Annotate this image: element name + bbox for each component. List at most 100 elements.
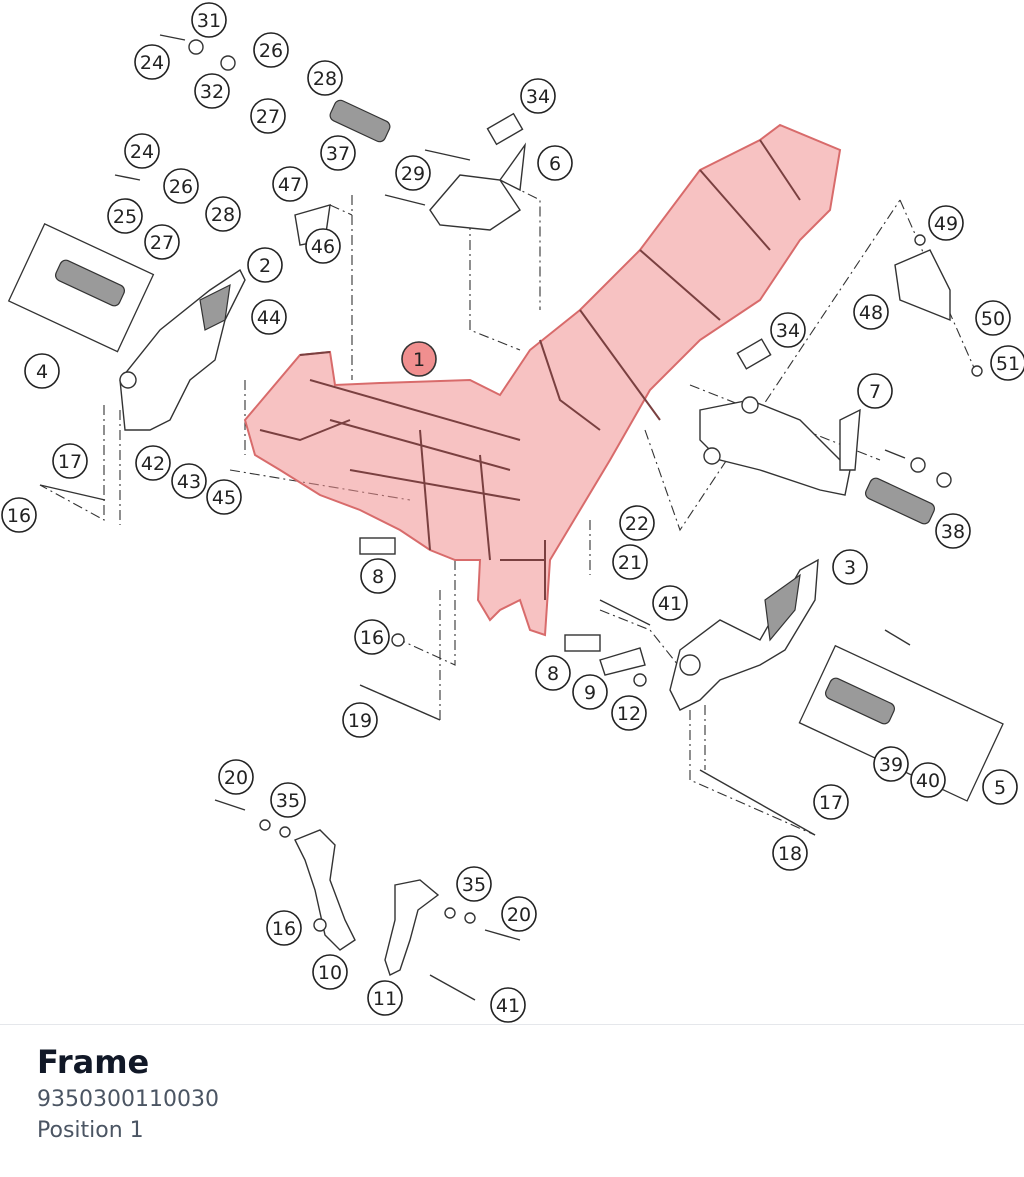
- callout-label: 28: [211, 204, 235, 226]
- callout-6[interactable]: 6: [537, 145, 573, 181]
- callout-26[interactable]: 26: [253, 32, 289, 68]
- callout-1[interactable]: 1: [401, 341, 437, 377]
- callout-10[interactable]: 10: [312, 954, 348, 990]
- callout-circle: [770, 312, 806, 348]
- callout-24[interactable]: 24: [134, 44, 170, 80]
- callout-label: 5: [994, 777, 1006, 799]
- callout-18[interactable]: 18: [772, 835, 808, 871]
- callout-29[interactable]: 29: [395, 155, 431, 191]
- callout-label: 12: [617, 703, 641, 725]
- left-rear-bracket[interactable]: [119, 268, 246, 431]
- footpeg-parts[interactable]: [54, 98, 937, 725]
- callout-label: 7: [869, 381, 881, 403]
- callout-label: 17: [58, 451, 82, 473]
- callout-31[interactable]: 31: [191, 2, 227, 38]
- callout-8[interactable]: 8: [360, 558, 396, 594]
- callout-3[interactable]: 3: [832, 549, 868, 585]
- callout-17[interactable]: 17: [813, 784, 849, 820]
- callout-label: 26: [169, 176, 193, 198]
- callout-24[interactable]: 24: [124, 133, 160, 169]
- part-number: 9350300110030: [37, 1087, 219, 1112]
- callout-4[interactable]: 4: [24, 353, 60, 389]
- callout-34[interactable]: 34: [770, 312, 806, 348]
- callout-37[interactable]: 37: [320, 135, 356, 171]
- callout-label: 50: [981, 308, 1005, 330]
- callout-9[interactable]: 9: [572, 674, 608, 710]
- callout-label: 39: [879, 754, 903, 776]
- callout-21[interactable]: 21: [612, 544, 648, 580]
- callout-49[interactable]: 49: [928, 205, 964, 241]
- callout-label: 27: [150, 232, 174, 254]
- callout-label: 43: [177, 471, 201, 493]
- callout-circle: [612, 544, 648, 580]
- callout-2[interactable]: 2: [247, 247, 283, 283]
- callout-22[interactable]: 22: [619, 505, 655, 541]
- callout-circle: [1, 497, 37, 533]
- callout-32[interactable]: 32: [194, 73, 230, 109]
- callout-circle: [107, 198, 143, 234]
- callout-circle: [982, 769, 1018, 805]
- callout-label: 24: [140, 52, 164, 74]
- callout-48[interactable]: 48: [853, 294, 889, 330]
- right-rear-bracket[interactable]: [669, 558, 819, 711]
- callout-circle: [611, 695, 647, 731]
- callout-12[interactable]: 12: [611, 695, 647, 731]
- callout-27[interactable]: 27: [250, 98, 286, 134]
- callout-19[interactable]: 19: [342, 702, 378, 738]
- callout-16[interactable]: 16: [266, 910, 302, 946]
- callout-circle: [135, 445, 171, 481]
- callout-label: 48: [859, 302, 883, 324]
- callout-circle: [401, 341, 437, 377]
- callout-circle: [990, 345, 1024, 381]
- callout-41[interactable]: 41: [652, 585, 688, 621]
- callout-45[interactable]: 45: [206, 479, 242, 515]
- callout-28[interactable]: 28: [205, 196, 241, 232]
- callout-20[interactable]: 20: [218, 759, 254, 795]
- callout-16[interactable]: 16: [1, 497, 37, 533]
- callout-50[interactable]: 50: [975, 300, 1011, 336]
- callout-label: 17: [819, 792, 843, 814]
- main-frame-part[interactable]: [243, 123, 842, 637]
- callout-label: 29: [401, 163, 425, 185]
- callout-27[interactable]: 27: [144, 224, 180, 260]
- callout-7[interactable]: 7: [857, 373, 893, 409]
- rear-rack-part[interactable]: [699, 396, 861, 496]
- callout-label: 16: [7, 505, 31, 527]
- callout-34[interactable]: 34: [520, 78, 556, 114]
- callout-label: 45: [212, 487, 236, 509]
- callout-circle: [501, 896, 537, 932]
- callout-25[interactable]: 25: [107, 198, 143, 234]
- callout-17[interactable]: 17: [52, 443, 88, 479]
- callout-16[interactable]: 16: [354, 619, 390, 655]
- callout-5[interactable]: 5: [982, 769, 1018, 805]
- callout-39[interactable]: 39: [873, 746, 909, 782]
- callout-20[interactable]: 20: [501, 896, 537, 932]
- callout-circle: [832, 549, 868, 585]
- callout-11[interactable]: 11: [367, 980, 403, 1016]
- callout-38[interactable]: 38: [935, 513, 971, 549]
- callout-label: 35: [462, 874, 486, 896]
- callout-circle: [535, 655, 571, 691]
- callout-51[interactable]: 51: [990, 345, 1024, 381]
- callout-42[interactable]: 42: [135, 445, 171, 481]
- callout-label: 24: [130, 141, 154, 163]
- callout-46[interactable]: 46: [305, 228, 341, 264]
- callout-circle: [251, 299, 287, 335]
- callout-28[interactable]: 28: [307, 60, 343, 96]
- callout-circle: [24, 353, 60, 389]
- callout-label: 42: [141, 453, 165, 475]
- callout-label: 2: [259, 255, 271, 277]
- callout-35[interactable]: 35: [270, 782, 306, 818]
- callout-47[interactable]: 47: [272, 166, 308, 202]
- callout-43[interactable]: 43: [171, 463, 207, 499]
- callout-8[interactable]: 8: [535, 655, 571, 691]
- callout-35[interactable]: 35: [456, 866, 492, 902]
- engine-hanger-parts[interactable]: [294, 829, 440, 976]
- callout-41[interactable]: 41: [490, 987, 526, 1023]
- callout-label: 38: [941, 521, 965, 543]
- callout-44[interactable]: 44: [251, 299, 287, 335]
- callout-26[interactable]: 26: [163, 168, 199, 204]
- callout-circle: [772, 835, 808, 871]
- callout-40[interactable]: 40: [910, 762, 946, 798]
